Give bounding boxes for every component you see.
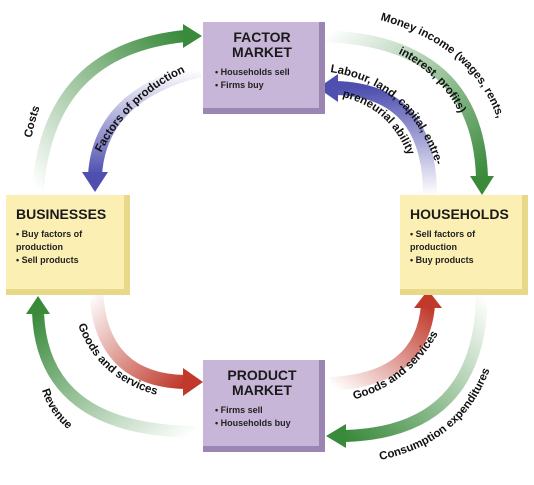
households-list: Sell factors of production Buy products: [410, 228, 514, 267]
product-market-title-line2: MARKET: [232, 382, 292, 398]
factors-of-production-arrow: [88, 63, 202, 176]
costs-arrowhead: [183, 24, 202, 48]
factors-of-production-label: Factors of production: [93, 64, 186, 154]
factor-market-title: FACTOR MARKET: [215, 30, 309, 60]
businesses-item: Buy factors of production: [16, 228, 116, 254]
revenue-arrowhead: [26, 296, 50, 314]
factor-market-list: Households sell Firms buy: [215, 66, 309, 92]
goods-services-left-arrow: [89, 289, 186, 389]
costs-label: Costs: [23, 104, 43, 138]
money-income-arrow: [324, 30, 488, 179]
businesses-box: BUSINESSES Buy factors of production Sel…: [6, 195, 130, 295]
businesses-title: BUSINESSES: [16, 206, 107, 222]
households-item: Buy products: [410, 254, 514, 267]
goods-services-left-arrowhead: [183, 368, 203, 396]
product-market-box: PRODUCT MARKET Firms sell Households buy: [203, 360, 325, 452]
households-title: HOUSEHOLDS: [410, 206, 509, 222]
product-market-title: PRODUCT MARKET: [215, 368, 309, 398]
factors-of-production-arrowhead: [82, 172, 108, 192]
factor-market-box: FACTOR MARKET Households sell Firms buy: [203, 22, 325, 114]
product-market-list: Firms sell Households buy: [215, 404, 309, 430]
consumption-arrow: [344, 294, 488, 442]
product-market-title-line1: PRODUCT: [227, 367, 297, 383]
households-box: HOUSEHOLDS Sell factors of production Bu…: [400, 195, 528, 295]
revenue-arrow: [32, 311, 196, 438]
consumption-arrowhead: [326, 424, 346, 448]
businesses-list: Buy factors of production Sell products: [16, 228, 116, 267]
households-item: Sell factors of production: [410, 228, 514, 254]
factor-market-item: Firms buy: [215, 79, 309, 92]
factor-market-item: Households sell: [215, 66, 309, 79]
product-market-item: Firms sell: [215, 404, 309, 417]
money-income-arrowhead: [470, 176, 494, 195]
goods-services-right-arrowhead: [414, 290, 442, 308]
labour-arrow: [334, 81, 437, 196]
costs-arrow: [32, 30, 186, 191]
goods-services-right-arrow: [329, 304, 435, 391]
labour-arrowhead: [318, 74, 338, 102]
businesses-item: Sell products: [16, 254, 116, 267]
factor-market-title-line1: FACTOR: [233, 29, 291, 45]
product-market-item: Households buy: [215, 417, 309, 430]
factor-market-title-line2: MARKET: [232, 44, 292, 60]
